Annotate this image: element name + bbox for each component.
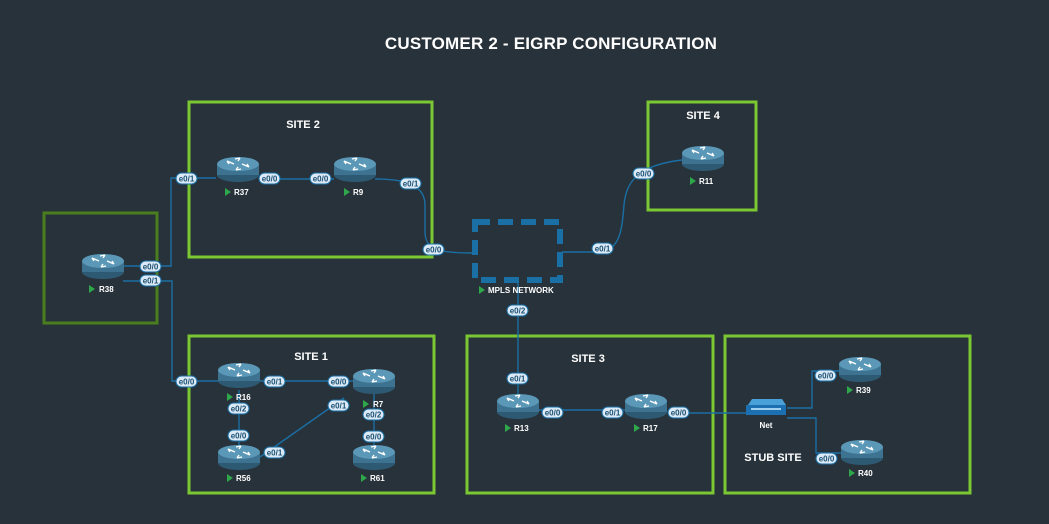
svg-text:e0/0: e0/0 — [331, 378, 347, 387]
port-r13-e01: e0/1 — [506, 372, 529, 385]
mpls-play-icon — [479, 286, 485, 294]
svg-text:e0/0: e0/0 — [671, 409, 687, 418]
router-r40[interactable] — [840, 439, 884, 466]
link-r38-r37 — [123, 177, 216, 267]
port-r16-e02: e0/2 — [227, 402, 250, 415]
site3-box — [465, 334, 715, 495]
svg-text:e0/2: e0/2 — [231, 405, 247, 414]
router-r39[interactable] — [838, 356, 882, 383]
svg-text:e0/0: e0/0 — [426, 246, 442, 255]
link-net-r40 — [787, 417, 843, 454]
svg-text:e0/0: e0/0 — [262, 175, 278, 184]
svg-text:e0/0: e0/0 — [313, 175, 329, 184]
router-r9[interactable] — [333, 156, 377, 183]
port-r37-e01: e0/1 — [175, 172, 198, 185]
port-r61-e00: e0/0 — [362, 430, 385, 443]
port-r38-e00: e0/0 — [139, 260, 162, 273]
site2-label: SITE 2 — [286, 119, 320, 131]
port-r7-e01: e0/1 — [327, 399, 350, 412]
r40-label: R40 — [858, 469, 873, 478]
router-r37[interactable] — [216, 156, 260, 183]
stub-site-box — [723, 334, 972, 495]
port-r16-e00: e0/0 — [175, 375, 198, 388]
svg-text:e0/1: e0/1 — [179, 175, 195, 184]
port-r40-e00: e0/0 — [815, 452, 838, 465]
router-r11[interactable] — [681, 145, 725, 172]
port-r9-e00: e0/0 — [309, 172, 332, 185]
site1-label: SITE 1 — [294, 351, 328, 363]
port-r9-e01: e0/1 — [399, 177, 422, 190]
mpls-label: MPLS NETWORK — [488, 286, 554, 295]
svg-text:e0/1: e0/1 — [595, 245, 611, 254]
site4-box — [646, 100, 758, 212]
svg-text:e0/1: e0/1 — [267, 449, 283, 458]
svg-text:e0/0: e0/0 — [179, 378, 195, 387]
port-r38-e01: e0/1 — [139, 274, 162, 287]
svg-text:e0/1: e0/1 — [143, 277, 159, 286]
port-r17-e00: e0/0 — [667, 406, 690, 419]
svg-text:e0/0: e0/0 — [818, 372, 834, 381]
link-r9-mpls — [374, 178, 473, 254]
router-r13[interactable] — [496, 393, 540, 420]
svg-text:e0/0: e0/0 — [819, 455, 835, 464]
svg-text:e0/1: e0/1 — [510, 375, 526, 384]
site1-box — [187, 334, 436, 495]
site3-label: SITE 3 — [571, 353, 605, 365]
r7-label: R7 — [373, 400, 384, 409]
r37-label: R37 — [234, 188, 249, 197]
r38-label: R38 — [99, 285, 114, 294]
link-mpls-r11 — [562, 159, 683, 253]
router-r38[interactable] — [81, 253, 125, 280]
port-r56-e01: e0/1 — [263, 446, 286, 459]
port-r13-e00: e0/0 — [541, 406, 564, 419]
port-r11-e00: e0/0 — [632, 167, 655, 180]
svg-text:e0/1: e0/1 — [403, 180, 419, 189]
port-r37-e00: e0/0 — [258, 172, 281, 185]
net-label: Net — [760, 421, 773, 430]
net-switch-icon[interactable] — [746, 399, 786, 415]
mpls-network-icon[interactable] — [472, 219, 563, 283]
svg-text:e0/1: e0/1 — [267, 378, 283, 387]
svg-text:e0/1: e0/1 — [605, 409, 621, 418]
router-r16[interactable] — [217, 362, 261, 389]
svg-text:e0/2: e0/2 — [366, 411, 382, 420]
r39-label: R39 — [856, 386, 871, 395]
r9-label: R9 — [353, 188, 364, 197]
port-mpls-e02: e0/2 — [506, 304, 529, 317]
site4-label: SITE 4 — [686, 110, 721, 122]
router-r17[interactable] — [624, 393, 668, 420]
port-r7-e00: e0/0 — [327, 375, 350, 388]
link-r38-r16 — [123, 280, 218, 382]
port-r16-e01: e0/1 — [263, 375, 286, 388]
port-r56-e00: e0/0 — [227, 429, 250, 442]
r17-label: R17 — [643, 424, 658, 433]
svg-text:e0/0: e0/0 — [366, 433, 382, 442]
router-r61[interactable] — [352, 444, 396, 471]
svg-text:e0/0: e0/0 — [143, 263, 159, 272]
r16-label: R16 — [236, 393, 251, 402]
svg-text:e0/2: e0/2 — [510, 307, 526, 316]
svg-text:e0/0: e0/0 — [231, 432, 247, 441]
svg-text:e0/0: e0/0 — [545, 409, 561, 418]
status-icons — [89, 177, 855, 482]
router-r7[interactable] — [352, 368, 396, 395]
svg-text:e0/1: e0/1 — [331, 402, 347, 411]
r11-label: R11 — [699, 177, 714, 186]
port-mpls-e00: e0/0 — [422, 243, 445, 256]
port-r17-e01: e0/1 — [601, 406, 624, 419]
port-mpls-e01: e0/1 — [591, 242, 614, 255]
svg-text:e0/0: e0/0 — [636, 170, 652, 179]
r13-label: R13 — [514, 424, 529, 433]
diagram-title: CUSTOMER 2 - EIGRP CONFIGURATION — [384, 34, 718, 53]
r61-label: R61 — [370, 474, 385, 483]
stub-site-label: STUB SITE — [744, 452, 801, 464]
port-r39-e00: e0/0 — [814, 369, 837, 382]
router-r56[interactable] — [217, 444, 261, 471]
r56-label: R56 — [236, 474, 251, 483]
port-r7-e02: e0/2 — [362, 408, 385, 421]
